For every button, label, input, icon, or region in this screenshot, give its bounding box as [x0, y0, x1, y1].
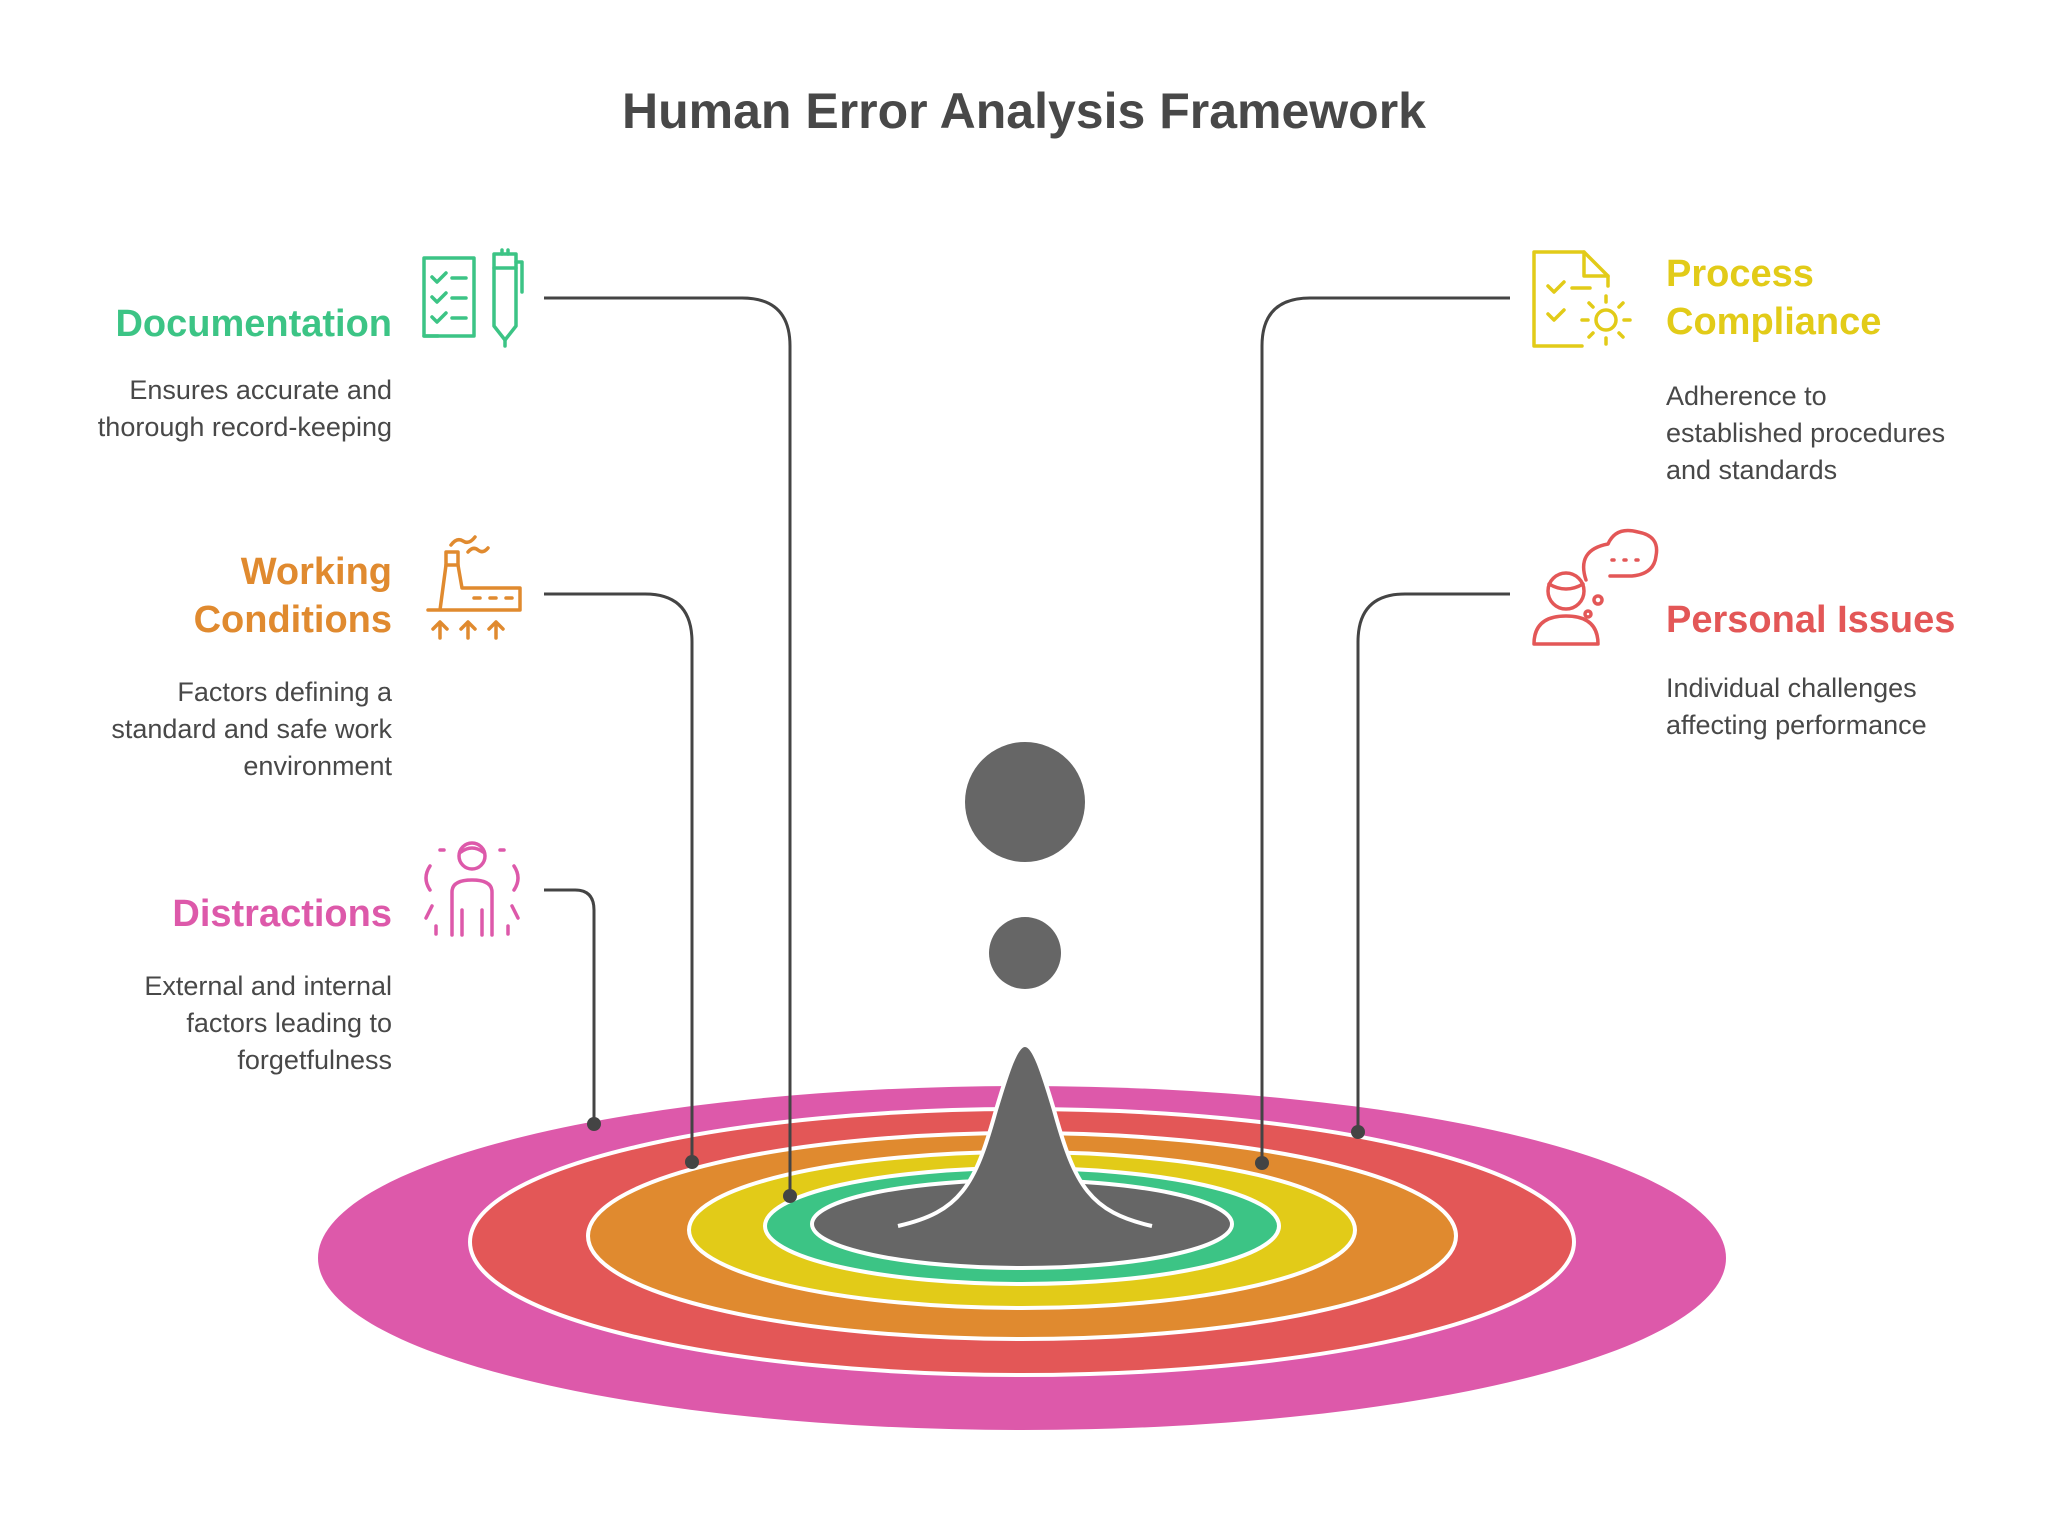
- connector-documentation: [544, 296, 792, 1195]
- connector-working-conditions: [544, 592, 694, 1161]
- connector-dot-distractions: [587, 1117, 601, 1131]
- diagram-title: Human Error Analysis Framework: [622, 83, 1426, 139]
- connector-personal-issues: [1356, 592, 1510, 1131]
- factory-icon: [426, 535, 522, 640]
- desc-documentation: Ensures accurate and thorough record-kee…: [97, 375, 392, 442]
- connector-process-compliance: [1260, 296, 1510, 1162]
- desc-working-conditions: Factors defining a standard and safe wor…: [111, 677, 392, 781]
- connector-dot-documentation: [783, 1189, 797, 1203]
- heading-working-conditions: Working Conditions: [193, 551, 392, 641]
- desc-personal-issues: Individual challenges affecting performa…: [1666, 673, 1927, 740]
- checklist-pen-icon: [422, 248, 524, 348]
- heading-documentation: Documentation: [115, 303, 392, 345]
- distracted-person-icon: [424, 841, 520, 937]
- connector-dot-process-compliance: [1255, 1156, 1269, 1170]
- heading-distractions: Distractions: [172, 893, 392, 935]
- document-gear-icon: [1532, 250, 1632, 348]
- droplet-large: [965, 742, 1085, 862]
- connector-dot-personal-issues: [1351, 1125, 1365, 1139]
- person-thought-icon: [1532, 528, 1659, 646]
- connector-dot-working-conditions: [685, 1155, 699, 1169]
- desc-distractions: External and internal factors leading to…: [144, 971, 392, 1075]
- heading-process-compliance: Process Compliance: [1666, 253, 1882, 343]
- splash-peak: [897, 1043, 1153, 1228]
- droplet-small: [989, 917, 1061, 989]
- heading-personal-issues: Personal Issues: [1666, 599, 1956, 641]
- desc-process-compliance: Adherence to established procedures and …: [1666, 381, 1946, 485]
- connector-distractions: [544, 888, 596, 1124]
